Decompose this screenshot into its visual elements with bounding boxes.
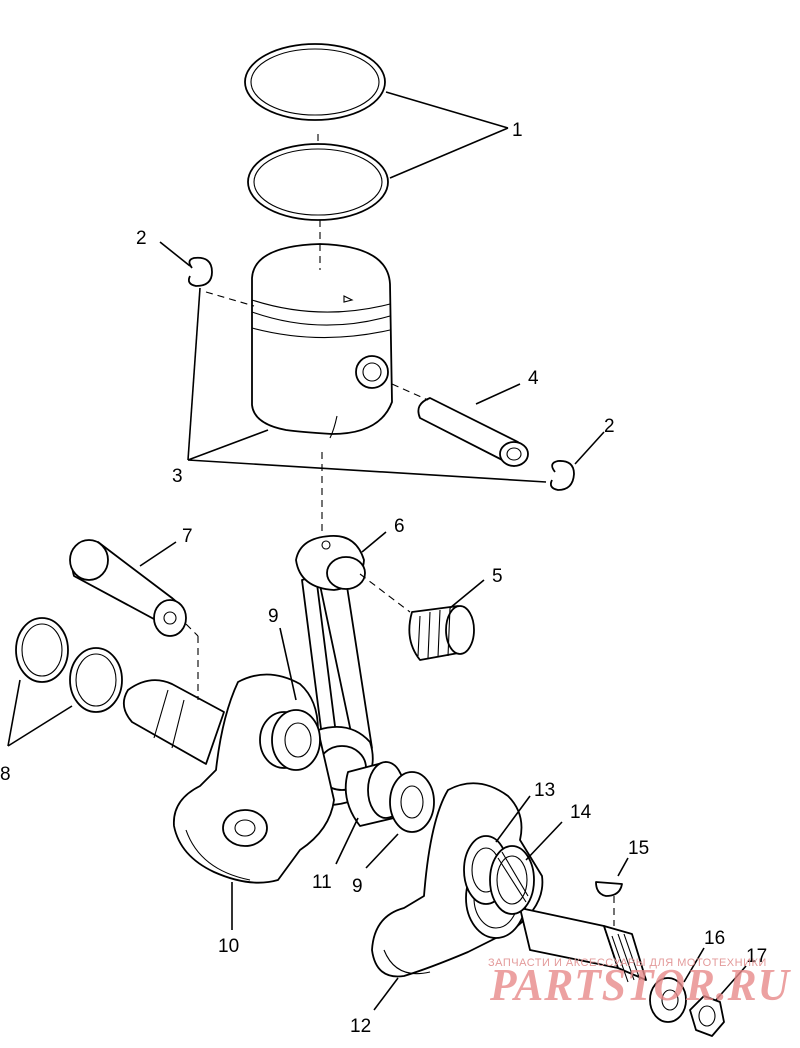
watermark-brand: PARTSTOR.RU [489,959,792,1010]
washer [649,977,687,1023]
callout-1: 1 [512,120,523,141]
leader-lines [7,91,747,1011]
callout-2-right: 2 [604,416,615,437]
watermark-tagline: ЗАПЧАСТИ И АКСЕССУАРЫ ДЛЯ МОТОТЕХНИКИ [488,957,767,969]
callout-3: 3 [172,466,183,487]
callout-7: 7 [182,526,193,547]
callout-9-lower: 9 [352,876,363,897]
callout-9-upper: 9 [268,606,279,627]
piston-ring-lower [247,143,389,221]
seal-ring-right [69,647,123,713]
piston-ring-upper [244,43,386,121]
seal-ring-left [15,617,69,683]
piston-pin [417,397,529,467]
circlip-left [187,256,213,287]
callout-14: 14 [570,802,592,823]
callout-5: 5 [492,566,503,587]
crankshaft-left-half [122,673,335,884]
thrust-washer-left [271,709,321,771]
callout-11: 11 [312,872,332,893]
needle-bearing-small-end [408,605,475,661]
piston [251,243,393,439]
callout-12: 12 [350,1016,371,1037]
callout-13: 13 [534,780,555,801]
nut [689,995,725,1037]
oil-seal [489,845,535,915]
crank-pin [69,539,187,637]
callout-10: 10 [218,936,239,957]
callout-2-left: 2 [136,228,147,249]
callout-15: 15 [628,838,649,859]
callout-17: 17 [746,946,767,967]
callout-6: 6 [394,516,405,537]
watermark: ЗАПЧАСТИ И АКСЕССУАРЫ ДЛЯ МОТОТЕХНИКИ PA… [488,957,792,1010]
thrust-washer-right [389,771,435,833]
callout-16: 16 [704,928,725,949]
callout-labels: 1 2 2 3 4 5 6 7 8 9 9 10 11 12 13 14 15 … [0,120,767,1037]
circlip-right [549,460,575,491]
alignment-lines [185,134,615,926]
callout-4: 4 [528,368,539,389]
woodruff-key [595,881,623,897]
callout-8: 8 [0,764,11,785]
